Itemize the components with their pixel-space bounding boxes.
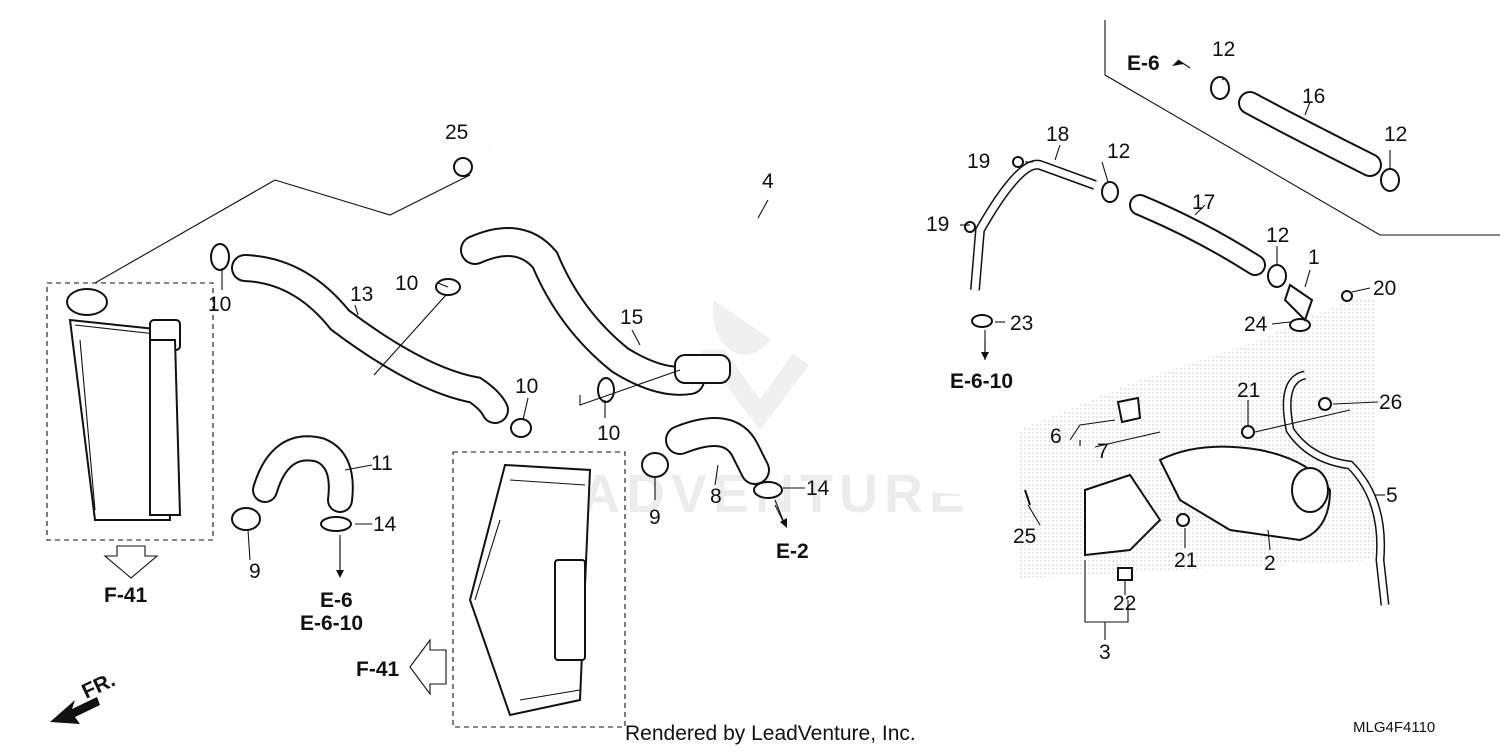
callout-10: 10	[515, 375, 538, 398]
callout-15: 15	[620, 306, 643, 329]
callout-17: 17	[1192, 191, 1215, 214]
callout-13: 13	[350, 283, 373, 306]
callout-2: 2	[1264, 552, 1276, 575]
reference-arrows	[50, 60, 1184, 724]
ref-e6-top: E-6	[1127, 52, 1160, 75]
clamps	[210, 76, 1400, 532]
callout-9: 9	[249, 560, 261, 583]
ref-e6-bottom: E-6	[320, 589, 353, 612]
leader	[274, 174, 471, 216]
callout-20: 20	[1373, 277, 1396, 300]
callout-18: 18	[1046, 123, 1069, 146]
callout-14: 14	[806, 477, 830, 500]
callout-22: 22	[1113, 592, 1136, 615]
front-indicator: FR.	[78, 668, 118, 703]
callout-5: 5	[1386, 484, 1398, 507]
callout-8: 8	[710, 485, 722, 508]
hose-17	[1129, 194, 1266, 276]
callout-12: 12	[1266, 224, 1289, 247]
callout-10: 10	[208, 293, 231, 316]
callout-23: 23	[1010, 312, 1033, 335]
bracket-3	[1084, 473, 1162, 581]
callout-6: 6	[1050, 425, 1062, 448]
right-radiator	[452, 451, 626, 728]
callout-10: 10	[395, 272, 418, 295]
callout-25: 25	[1013, 525, 1036, 548]
callout-9: 9	[649, 506, 661, 529]
callout-19: 19	[926, 213, 949, 236]
pipe-18	[970, 159, 1097, 291]
callout-25: 25	[445, 121, 468, 144]
reference-labels: E-6 E-6-10 E-6 E-6-10 E-2 F-41 F-41 FR.	[78, 52, 1159, 704]
reservoir-tank	[1158, 445, 1332, 542]
callout-12: 12	[1384, 123, 1407, 146]
callout-21: 21	[1237, 379, 1260, 402]
callout-numbers: 1 2 3 4 5 6 7 8 9 9 10 10 10 10 11 12 12…	[208, 38, 1407, 664]
hose-11	[252, 435, 354, 513]
callout-12: 12	[1107, 140, 1130, 163]
callout-11: 11	[371, 452, 393, 475]
hose-15	[460, 227, 731, 396]
ref-e2: E-2	[776, 540, 809, 563]
credit-text: Rendered by LeadVenture, Inc.	[625, 722, 916, 745]
callout-24: 24	[1244, 313, 1268, 336]
callout-1: 1	[1308, 246, 1320, 269]
callout-14: 14	[373, 513, 397, 536]
callout-3: 3	[1099, 641, 1111, 664]
hose-16	[1238, 91, 1382, 177]
callout-12: 12	[1212, 38, 1235, 61]
callout-4: 4	[762, 170, 774, 193]
callout-21: 21	[1174, 549, 1197, 572]
callout-19: 19	[967, 150, 990, 173]
section-divider	[1104, 20, 1500, 236]
hose-13	[231, 254, 509, 424]
callout-16: 16	[1302, 85, 1325, 108]
ref-e6-10-right: E-6-10	[950, 370, 1013, 393]
shaded-region	[1020, 300, 1375, 578]
hose-8	[665, 417, 770, 485]
hose-5	[1282, 370, 1390, 606]
left-radiator	[46, 282, 214, 541]
ref-f41-left: F-41	[104, 584, 148, 607]
callout-7: 7	[1097, 440, 1109, 463]
callout-10: 10	[597, 422, 620, 445]
callout-26: 26	[1379, 391, 1402, 414]
diagram-code: MLG4F4110	[1353, 719, 1435, 736]
ref-f41-bottom: F-41	[356, 658, 400, 681]
leader	[94, 179, 276, 284]
ref-e6-10-bottom: E-6-10	[300, 612, 363, 635]
